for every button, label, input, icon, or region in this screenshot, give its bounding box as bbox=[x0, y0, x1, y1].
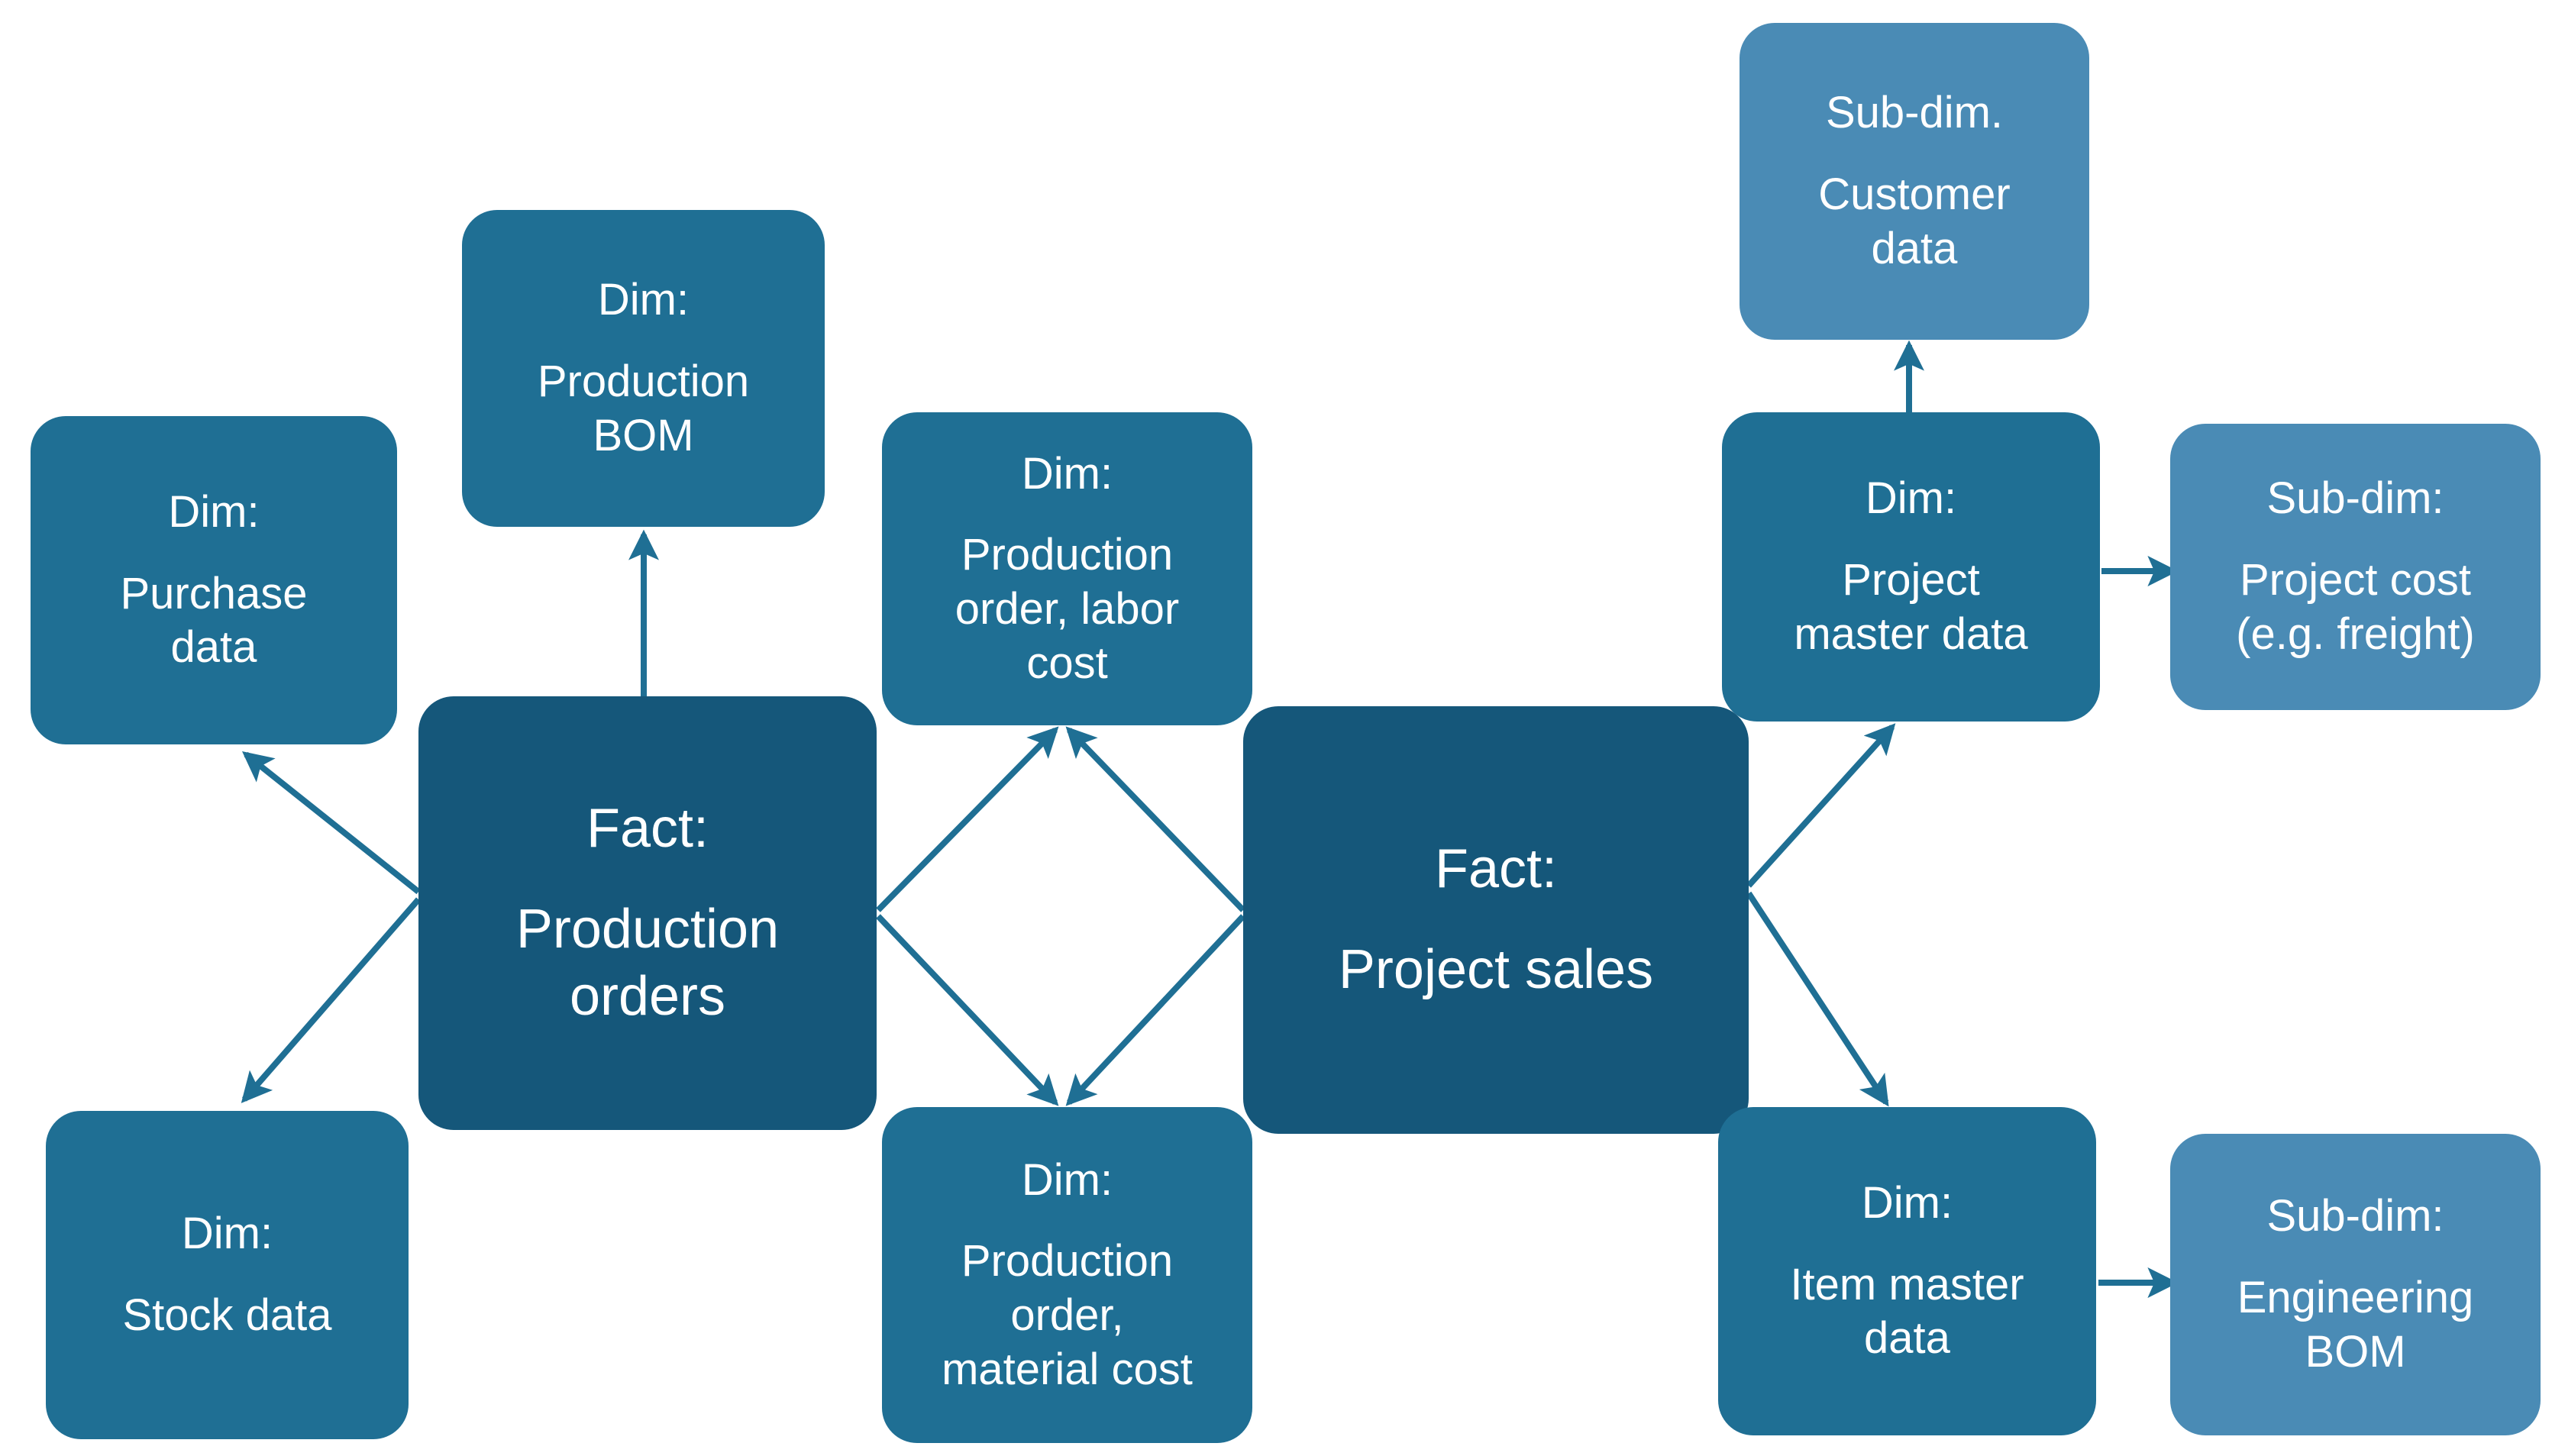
node-label-line: Sub-dim: bbox=[2266, 1191, 2444, 1241]
node-label-line: data bbox=[1864, 1313, 1950, 1364]
node-fact-project-sales[interactable]: Fact: Project sales bbox=[1243, 706, 1749, 1134]
edge-prod-orders-to-purchase-data bbox=[241, 751, 421, 895]
node-label-line: Purchase bbox=[120, 568, 308, 618]
node-subdim-project-cost[interactable]: Sub-dim: Project cost(e.g. freight) bbox=[2170, 424, 2541, 710]
edge-prod-orders-to-stock-data bbox=[241, 897, 422, 1103]
node-label-line: Project cost bbox=[2240, 555, 2471, 605]
node-label-line: Sub-dim. bbox=[1825, 88, 2004, 138]
edge-prod-orders-to-labor-cost bbox=[876, 726, 1059, 912]
node-label-line: Production bbox=[961, 530, 1174, 580]
node-label-line: Production bbox=[515, 899, 780, 960]
node-label-line: Production bbox=[961, 1236, 1174, 1287]
node-label-line: Project sales bbox=[1338, 939, 1654, 1001]
node-label-line: Dim: bbox=[1021, 1154, 1113, 1205]
node-label-line: Dim: bbox=[1861, 1177, 1953, 1228]
node-label-line: BOM bbox=[593, 410, 694, 460]
node-dim-stock-data[interactable]: Dim: Stock data bbox=[46, 1111, 409, 1439]
edge-project-sales-to-item-master-data bbox=[1746, 891, 1889, 1107]
node-label-line: Engineering bbox=[2237, 1273, 2474, 1323]
node-label-line: Dim: bbox=[1021, 448, 1113, 499]
node-label-line: Dim: bbox=[1865, 473, 1957, 524]
node-label-line: Sub-dim: bbox=[2266, 473, 2444, 524]
node-label-line: Production bbox=[537, 357, 750, 407]
node-label-line: BOM bbox=[2305, 1326, 2406, 1377]
node-label-line: Customer bbox=[1818, 169, 2011, 220]
node-label-line: Fact: bbox=[586, 797, 709, 859]
edge-prod-orders-to-material-cost bbox=[876, 914, 1059, 1106]
node-label-line: Item master bbox=[1790, 1259, 2024, 1309]
edge-project-sales-to-project-master-data bbox=[1746, 723, 1896, 888]
node-label-line: data bbox=[170, 622, 257, 673]
node-label-line: order, labor bbox=[955, 583, 1180, 634]
node-label-line: Fact: bbox=[1434, 838, 1558, 899]
node-label-line: data bbox=[1871, 223, 1958, 273]
node-label-line: Dim: bbox=[597, 275, 690, 325]
node-label-line: material cost bbox=[942, 1344, 1193, 1394]
node-label-line: orders bbox=[569, 966, 726, 1028]
edge-project-sales-to-labor-cost bbox=[1065, 726, 1245, 912]
node-label-line: order, bbox=[1010, 1290, 1124, 1340]
node-label-line: Stock data bbox=[122, 1290, 332, 1340]
node-label-line: cost bbox=[1026, 638, 1108, 688]
node-label-line: master data bbox=[1794, 609, 2028, 659]
node-label-line: (e.g. freight) bbox=[2236, 609, 2475, 659]
node-label-line: Project bbox=[1842, 555, 1980, 605]
edge-project-sales-to-material-cost bbox=[1065, 914, 1245, 1106]
node-label-line: Dim: bbox=[168, 486, 260, 537]
node-label-line: Dim: bbox=[181, 1209, 273, 1259]
